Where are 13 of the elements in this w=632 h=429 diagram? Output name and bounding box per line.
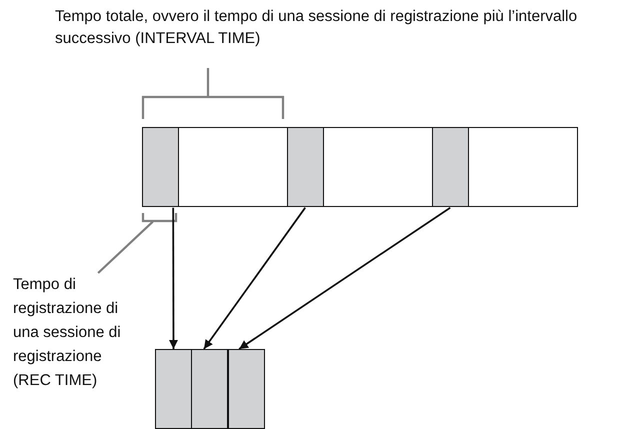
annotation-text: Tempo totale, ovvero il tempo di una sessione di registrazione più l’intervallo successivo (INTERVAL TIME) <box>55 7 578 49</box>
leader-line <box>97 220 154 274</box>
annotation-text: Tempo di registrazione di una sessione di registrazione (REC TIME) <box>13 273 125 417</box>
arrow <box>203 207 306 350</box>
segment-bar <box>286 126 324 207</box>
segment-bar <box>142 126 179 207</box>
segment-bar <box>155 349 192 429</box>
arrow <box>168 208 178 349</box>
timeline-strip <box>142 127 578 207</box>
segment-bar <box>228 349 265 429</box>
segment-bar <box>432 126 469 207</box>
arrow <box>238 206 451 350</box>
segment-bar <box>191 349 228 429</box>
